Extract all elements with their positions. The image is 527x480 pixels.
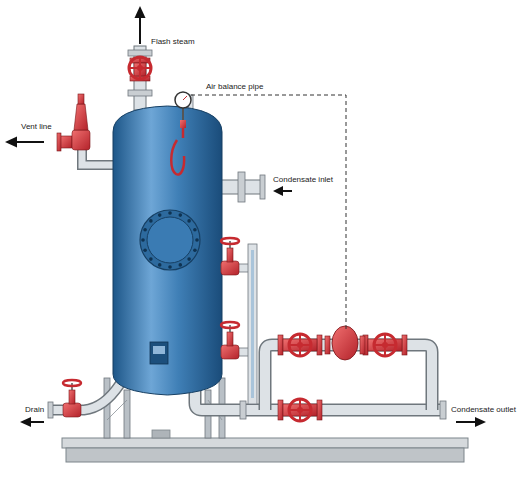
flash-vessel — [113, 106, 222, 395]
part-label: Flash steam — [150, 37, 196, 47]
part-label: Vent line — [20, 122, 53, 132]
inlet-nozzle — [221, 172, 265, 202]
vent-line — [57, 94, 114, 165]
drain-line — [48, 384, 120, 418]
pressure-gauge — [171, 92, 191, 175]
part-label: Condensate inlet — [272, 175, 334, 185]
part-label: Condensate outlet — [450, 405, 517, 415]
steam-trap — [325, 326, 365, 360]
flow-arrows — [5, 6, 486, 427]
base-skid — [62, 430, 468, 462]
flash-steam-nozzle — [128, 46, 152, 110]
part-label: Drain — [24, 405, 45, 415]
part-label: Air balance pipe — [205, 82, 264, 92]
